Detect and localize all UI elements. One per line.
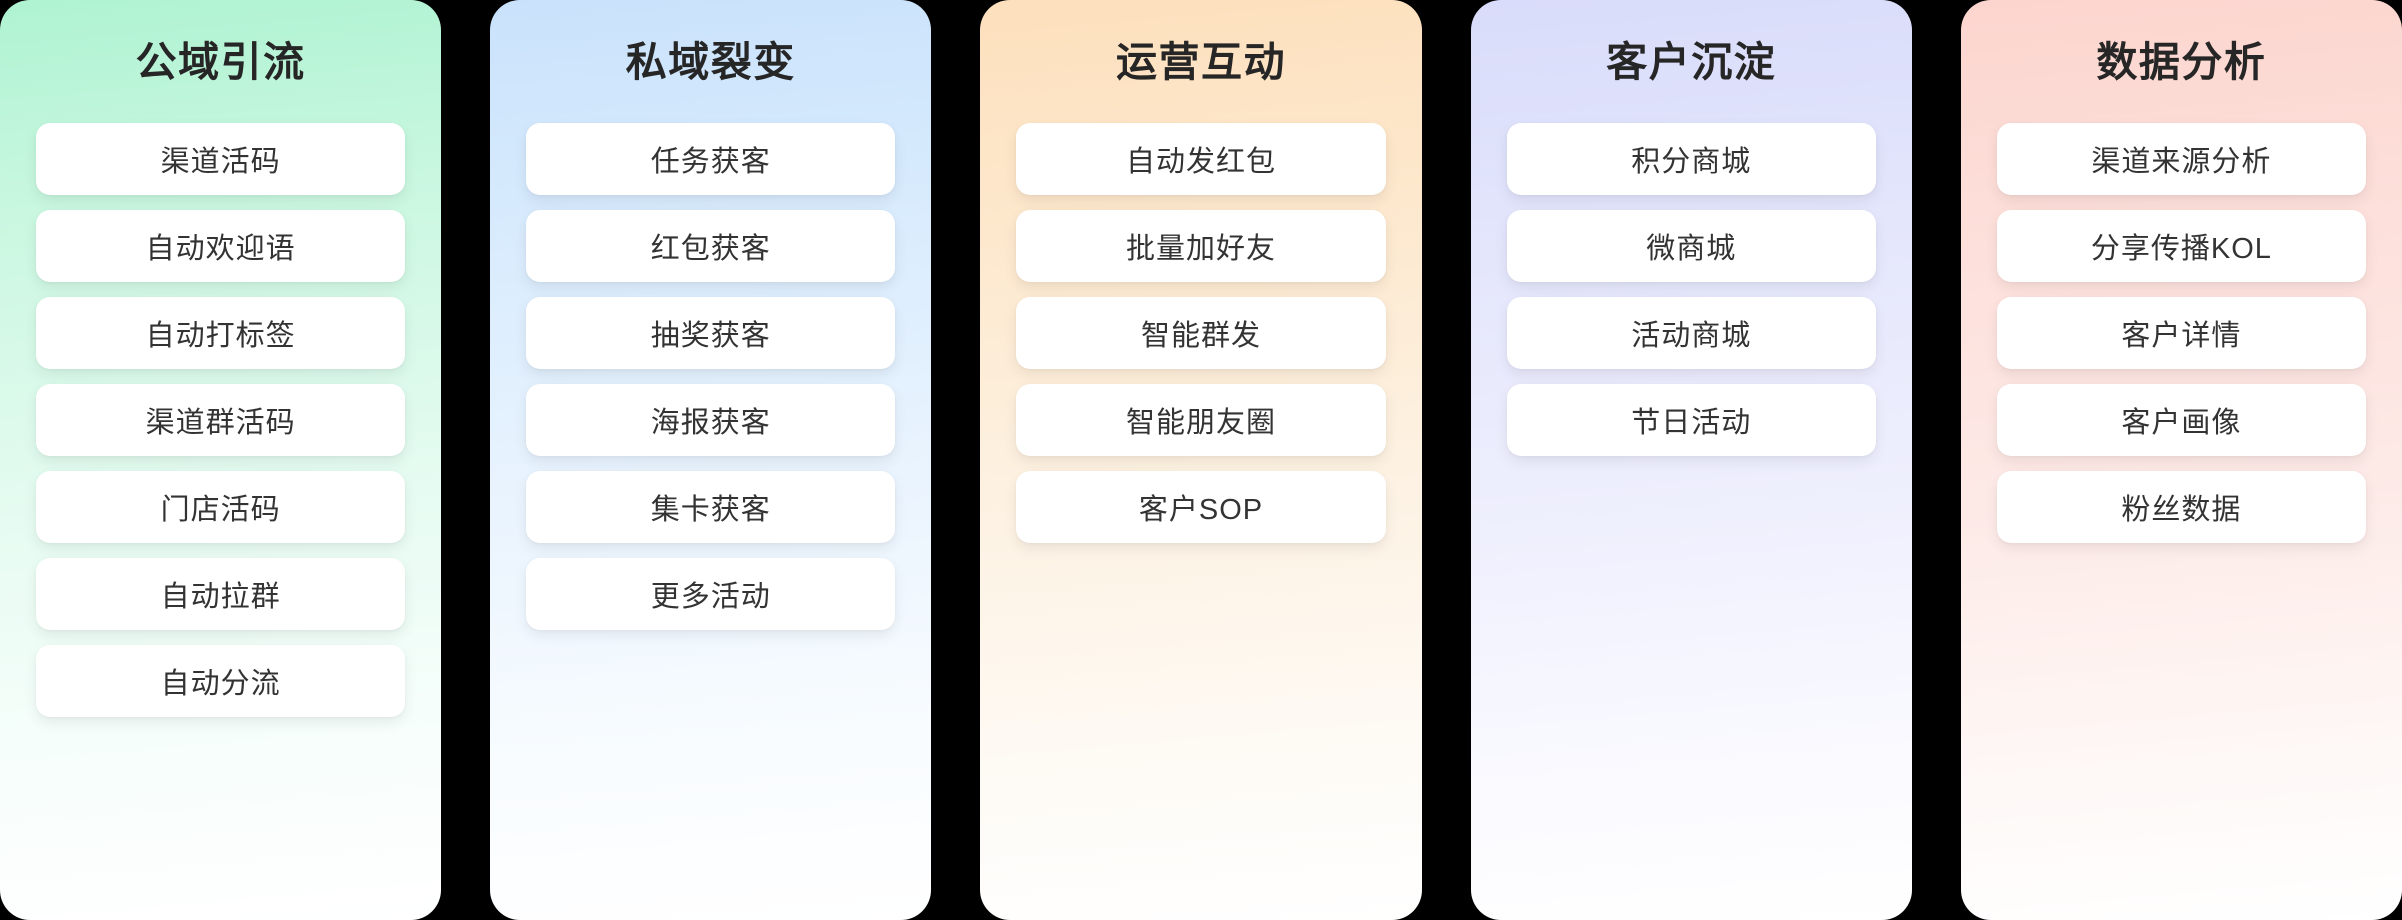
list-item[interactable]: 智能朋友圈	[1016, 384, 1386, 457]
list-item[interactable]: 自动拉群	[36, 558, 406, 631]
list-item[interactable]: 智能群发	[1016, 297, 1386, 370]
column-customer-retention: 客户沉淀积分商城微商城活动商城节日活动	[1470, 0, 1912, 920]
list-item[interactable]: 节日活动	[1506, 384, 1876, 457]
column-items-data-analysis: 渠道来源分析分享传播KOL 客户详情客户画像粉丝数据	[1996, 123, 2367, 544]
list-item[interactable]: 任务获客	[526, 123, 896, 196]
column-public-domain-traffic: 公域引流渠道活码自动欢迎语自动打标签渠道群活码门店活码自动拉群自动分流	[0, 0, 442, 920]
column-data-analysis: 数据分析渠道来源分析分享传播KOL 客户详情客户画像粉丝数据	[1960, 0, 2402, 920]
list-item[interactable]: 渠道群活码	[36, 384, 406, 457]
list-item[interactable]: 红包获客	[526, 210, 896, 283]
list-item[interactable]: 积分商城	[1506, 123, 1876, 196]
column-items-public-domain-traffic: 渠道活码自动欢迎语自动打标签渠道群活码门店活码自动拉群自动分流	[36, 123, 406, 718]
column-title-private-domain-fission: 私域裂变	[625, 39, 796, 85]
column-items-customer-retention: 积分商城微商城活动商城节日活动	[1506, 123, 1876, 457]
list-item[interactable]: 客户详情	[1996, 297, 2367, 370]
list-item[interactable]: 自动分流	[36, 645, 406, 718]
list-item[interactable]: 微商城	[1506, 210, 1876, 283]
list-item[interactable]: 粉丝数据	[1996, 471, 2367, 544]
column-title-customer-retention: 客户沉淀	[1606, 39, 1777, 85]
list-item[interactable]: 活动商城	[1506, 297, 1876, 370]
column-items-private-domain-fission: 任务获客红包获客抽奖获客海报获客集卡获客更多活动	[526, 123, 896, 631]
list-item[interactable]: 分享传播KOL	[1996, 210, 2367, 283]
column-operation-interaction: 运营互动自动发红包批量加好友智能群发智能朋友圈客户SOP	[980, 0, 1422, 920]
column-title-operation-interaction: 运营互动	[1116, 39, 1286, 85]
column-title-public-domain-traffic: 公域引流	[135, 39, 306, 85]
column-items-operation-interaction: 自动发红包批量加好友智能群发智能朋友圈客户SOP	[1016, 123, 1386, 544]
list-item[interactable]: 集卡获客	[526, 471, 896, 544]
list-item[interactable]: 自动打标签	[36, 297, 406, 370]
list-item[interactable]: 更多活动	[526, 558, 896, 631]
list-item[interactable]: 门店活码	[36, 471, 406, 544]
list-item[interactable]: 批量加好友	[1016, 210, 1386, 283]
list-item[interactable]: 渠道活码	[36, 123, 406, 196]
list-item[interactable]: 客户画像	[1996, 384, 2367, 457]
list-item[interactable]: 自动发红包	[1016, 123, 1386, 196]
list-item[interactable]: 海报获客	[526, 384, 896, 457]
column-title-data-analysis: 数据分析	[2096, 39, 2267, 85]
list-item[interactable]: 自动欢迎语	[36, 210, 406, 283]
list-item[interactable]: 抽奖获客	[526, 297, 896, 370]
list-item[interactable]: 客户SOP	[1016, 471, 1386, 544]
column-private-domain-fission: 私域裂变任务获客红包获客抽奖获客海报获客集卡获客更多活动	[490, 0, 932, 920]
list-item[interactable]: 渠道来源分析	[1996, 123, 2367, 196]
